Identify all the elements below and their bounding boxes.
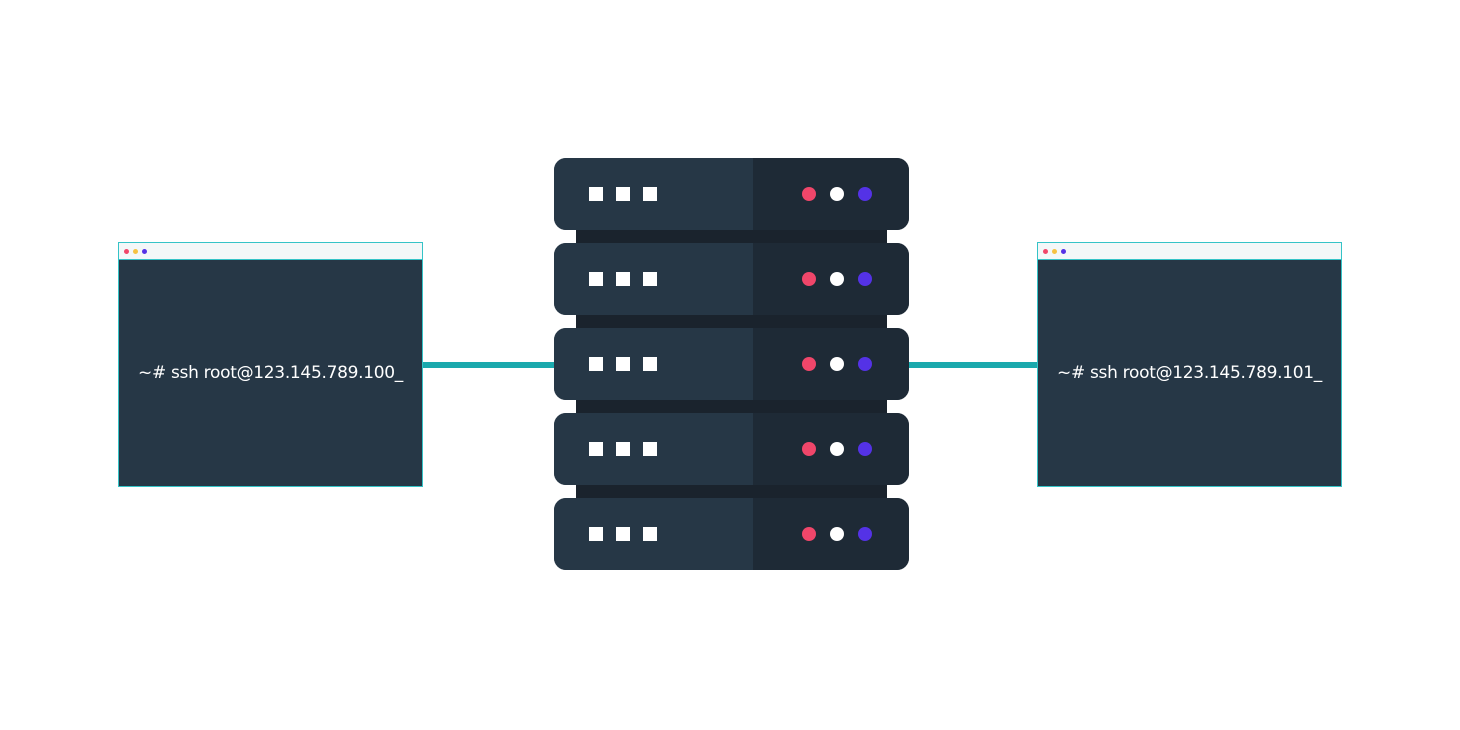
maximize-dot-icon[interactable] (142, 248, 147, 254)
status-led-icon (802, 272, 816, 286)
drive-slot-icon (643, 442, 657, 456)
status-led-icon (858, 357, 872, 371)
drive-slot-icon (616, 527, 630, 541)
connector-left (422, 362, 556, 368)
drive-slot-icon (643, 187, 657, 201)
status-led-icon (858, 272, 872, 286)
status-led-icon (802, 442, 816, 456)
terminal-title-bar (1038, 243, 1341, 260)
terminal-body[interactable]: ~# ssh root@123.145.789.100_ (119, 259, 422, 486)
drive-slot-icon (589, 442, 603, 456)
drive-slot-icon (643, 272, 657, 286)
close-dot-icon[interactable] (1043, 248, 1048, 254)
status-led-icon (830, 527, 844, 541)
drive-slot-icon (616, 357, 630, 371)
terminal-command: ~# ssh root@123.145.789.101_ (1057, 362, 1322, 383)
status-led-icon (858, 442, 872, 456)
drive-slot-icon (589, 527, 603, 541)
server-unit-status (753, 243, 909, 315)
drive-slot-icon (616, 272, 630, 286)
terminal-body[interactable]: ~# ssh root@123.145.789.101_ (1038, 259, 1341, 486)
terminal-window-left: ~# ssh root@123.145.789.100_ (118, 242, 423, 487)
status-led-icon (802, 357, 816, 371)
drive-slot-icon (589, 357, 603, 371)
server-unit-status (753, 413, 909, 485)
drive-slot-icon (589, 272, 603, 286)
server-unit-status (753, 328, 909, 400)
status-led-icon (802, 187, 816, 201)
status-led-icon (830, 272, 844, 286)
drive-slot-icon (643, 357, 657, 371)
server-unit (554, 243, 909, 315)
server-unit (554, 158, 909, 230)
drive-slot-icon (616, 442, 630, 456)
server-unit-status (753, 158, 909, 230)
server-unit-panel (554, 158, 753, 230)
terminal-window-right: ~# ssh root@123.145.789.101_ (1037, 242, 1342, 487)
terminal-command: ~# ssh root@123.145.789.100_ (138, 362, 403, 383)
status-led-icon (830, 357, 844, 371)
drive-slot-icon (643, 527, 657, 541)
server-unit-status (753, 498, 909, 570)
minimize-dot-icon[interactable] (1052, 248, 1057, 254)
minimize-dot-icon[interactable] (133, 248, 138, 254)
maximize-dot-icon[interactable] (1061, 248, 1066, 254)
server-unit-panel (554, 328, 753, 400)
status-led-icon (830, 187, 844, 201)
close-dot-icon[interactable] (124, 248, 129, 254)
server-unit (554, 328, 909, 400)
server-unit-panel (554, 243, 753, 315)
server-unit (554, 498, 909, 570)
server-unit-panel (554, 413, 753, 485)
status-led-icon (802, 527, 816, 541)
connector-right (907, 362, 1039, 368)
status-led-icon (858, 187, 872, 201)
drive-slot-icon (616, 187, 630, 201)
status-led-icon (858, 527, 872, 541)
server-unit (554, 413, 909, 485)
terminal-title-bar (119, 243, 422, 260)
drive-slot-icon (589, 187, 603, 201)
status-led-icon (830, 442, 844, 456)
server-unit-panel (554, 498, 753, 570)
